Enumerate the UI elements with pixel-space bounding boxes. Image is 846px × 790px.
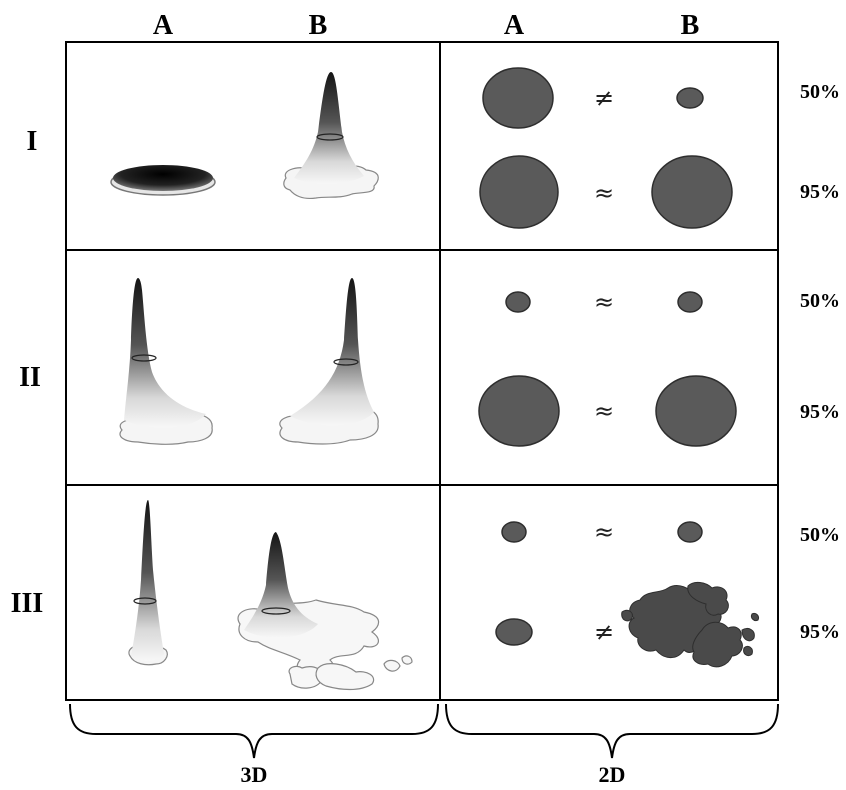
row-i-relation-50: ≠ [594, 84, 614, 112]
pct-row-ii-top: 50% [800, 290, 840, 312]
row-iii-3d-a-peak [128, 500, 168, 666]
pct-row-iii-bottom: 95% [800, 621, 840, 643]
row-label-iii: III [11, 588, 44, 619]
row-ii-2d-a-95-region [478, 375, 560, 447]
brace-2d [445, 703, 779, 759]
group-label-2d: 2D [599, 762, 626, 787]
row-i-2d-b-95-region [651, 155, 733, 229]
row-iii-2d-a-95-region [495, 618, 533, 646]
row-iii-2d-b-50-region [677, 521, 703, 543]
row-ii-3d-b-peak [279, 278, 379, 445]
row-ii-2d-b-50-region [677, 291, 703, 313]
row-i-2d-b-50-region [676, 87, 704, 109]
pct-row-i-top: 50% [800, 81, 840, 103]
row-i-2d-a-95-region [479, 155, 559, 229]
row-iii-2d-a-50-region [501, 521, 527, 543]
header-2d-col-b: B [681, 10, 700, 41]
row-ii-2d-a-50-region [505, 291, 531, 313]
pct-row-i-bottom: 95% [800, 181, 840, 203]
row-i-relation-95: ≈ [594, 179, 614, 207]
group-label-3d: 3D [241, 762, 268, 787]
row-iii-relation-50: ≈ [594, 518, 614, 546]
row-iii-3d-b-peak-fragmented [237, 532, 413, 691]
pct-row-ii-bottom: 95% [800, 401, 840, 423]
grid-frame [65, 41, 779, 701]
brace-3d [69, 703, 439, 759]
row-i-2d-a-50-region [482, 67, 554, 129]
row-ii-relation-95: ≈ [594, 397, 614, 425]
header-3d-col-b: B [309, 10, 328, 41]
pct-row-iii-top: 50% [800, 524, 840, 546]
row-ii-2d-b-95-region [655, 375, 737, 447]
row-i-3d-b-peak [283, 72, 379, 200]
row-ii-relation-50: ≈ [594, 288, 614, 316]
header-3d-col-a: A [153, 10, 174, 41]
header-2d-col-a: A [504, 10, 525, 41]
row-iii-relation-95: ≠ [594, 618, 614, 646]
row-label-i: I [27, 126, 38, 157]
row-i-3d-a-flat-disc [110, 165, 216, 196]
row-ii-3d-a-peak [119, 278, 213, 445]
row-label-ii: II [19, 362, 41, 393]
row-iii-2d-b-95-fragmented-region [621, 581, 759, 668]
